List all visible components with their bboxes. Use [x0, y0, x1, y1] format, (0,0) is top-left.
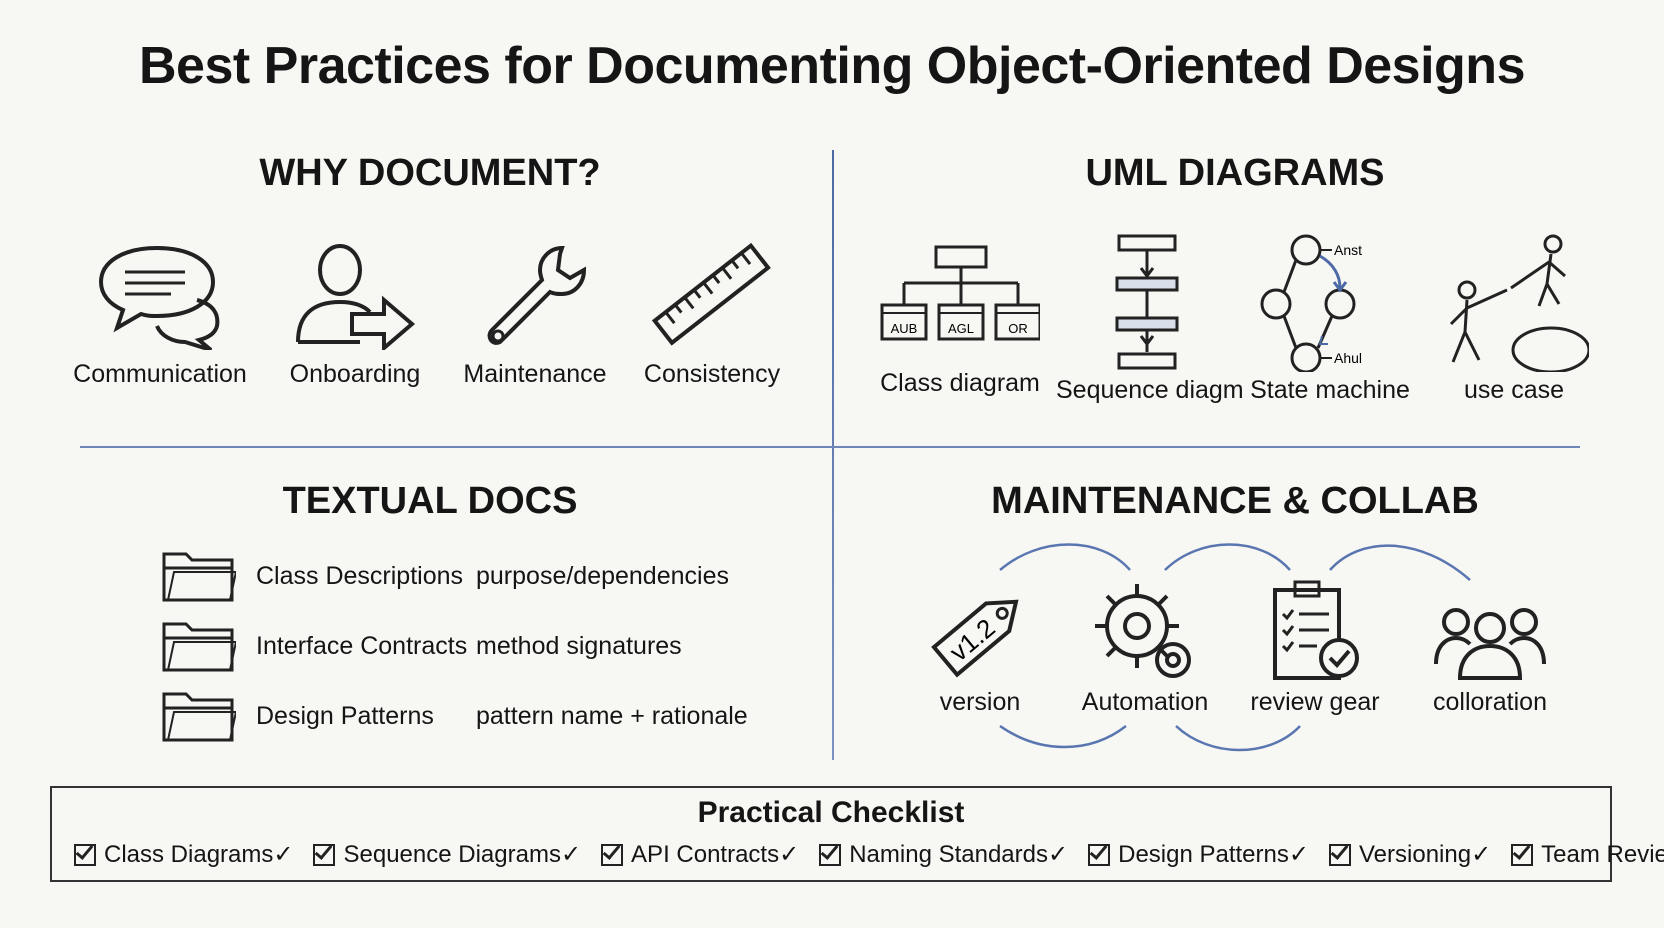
speech-bubbles-icon — [98, 245, 220, 350]
uml-item-class-diagram: AUB AGL OR Class diagram — [870, 235, 1050, 398]
checklist-item-label: Naming Standards✓ — [849, 841, 1069, 868]
doc-desc: purpose/dependencies — [476, 561, 729, 590]
checkbox-icon — [74, 843, 96, 866]
checklist-item: Naming Standards✓ — [819, 840, 1068, 869]
checklist-item: API Contracts✓ — [601, 840, 799, 869]
uml-label: Sequence diagm — [1056, 376, 1244, 404]
class-box-label: OR — [1008, 321, 1028, 336]
checklist-item: Team Review✓ — [1511, 840, 1664, 869]
version-tag-text: v1.2 — [944, 613, 1001, 668]
uml-label: Class diagram — [880, 369, 1040, 397]
clipboard-check-icon — [1273, 580, 1359, 680]
use-case-icon — [1449, 234, 1589, 372]
class-box-label: AGL — [948, 321, 974, 336]
doc-name: Class Descriptions — [256, 561, 464, 590]
practical-checklist: Practical Checklist Class Diagrams✓ Sequ… — [50, 786, 1664, 882]
uml-item-sequence-diagram: Sequence diagm — [1056, 232, 1244, 405]
checkbox-icon — [1328, 843, 1351, 866]
section-title-textual: TEXTUAL DOCS — [282, 480, 578, 522]
why-item-consistency: Consistency — [612, 240, 812, 389]
maint-item-version: v1.2 version — [900, 580, 1060, 717]
checklist-title: Practical Checklist — [697, 796, 965, 829]
doc-desc: method signatures — [476, 631, 682, 660]
checklist-item-label: Team Review✓ — [1541, 841, 1664, 868]
folder-icon — [162, 622, 236, 672]
gears-icon — [1095, 584, 1191, 678]
class-box-label: AUB — [891, 321, 918, 336]
doc-row-class-descriptions: Class Descriptions purpose/dependencies — [160, 546, 729, 606]
why-item-onboarding: Onboarding — [255, 240, 455, 389]
doc-row-design-patterns: Design Patterns pattern name + rationale — [160, 686, 748, 746]
sequence-diagram-icon — [1115, 234, 1179, 370]
doc-row-interface-contracts: Interface Contracts method signatures — [160, 616, 682, 676]
person-arrow-icon — [296, 244, 416, 350]
version-tag-icon: v1.2 — [931, 599, 1019, 678]
maint-item-collaboration: colloration — [1410, 598, 1570, 717]
checkbox-icon — [1511, 843, 1534, 866]
maint-item-review: review gear — [1235, 578, 1395, 717]
checklist-item-label: Versioning✓ — [1358, 841, 1492, 868]
checklist-item: Versioning✓ — [1328, 840, 1492, 869]
why-label: Consistency — [643, 360, 781, 388]
doc-desc: pattern name + rationale — [476, 701, 748, 730]
checklist-item-label: Sequence Diagrams✓ — [343, 841, 582, 868]
maint-label: Automation — [1081, 688, 1209, 716]
page-title: Best Practices for Documenting Object-Or… — [139, 37, 1526, 95]
checkbox-icon — [1088, 843, 1111, 866]
maint-label: colloration — [1433, 688, 1547, 716]
why-item-communication: Communication — [60, 240, 260, 389]
checklist-item: Sequence Diagrams✓ — [313, 840, 581, 869]
uml-label: State machine — [1250, 376, 1410, 404]
uml-item-use-case: use case — [1424, 232, 1604, 405]
why-item-maintenance: Maintenance — [435, 240, 635, 389]
maint-label: review gear — [1250, 688, 1380, 716]
why-label: Communication — [73, 360, 247, 388]
connector-arcs — [999, 543, 1471, 752]
checklist-item-label: API Contracts✓ — [631, 841, 800, 868]
checkbox-icon — [819, 843, 842, 866]
section-title-uml: UML DIAGRAMS — [1085, 152, 1385, 194]
state-label: Ahul — [1334, 350, 1362, 366]
why-label: Maintenance — [463, 360, 607, 388]
folder-icon — [162, 552, 236, 602]
checklist-item: Design Patterns✓ — [1088, 840, 1309, 869]
maint-item-automation: Automation — [1065, 580, 1225, 717]
checklist-items: Class Diagrams✓ Sequence Diagrams✓ API C… — [74, 840, 1664, 869]
people-group-icon — [1434, 608, 1546, 680]
vertical-divider — [832, 150, 834, 760]
why-label: Onboarding — [289, 360, 421, 388]
doc-name: Interface Contracts — [256, 631, 468, 660]
checklist-item-label: Class Diagrams✓ — [104, 841, 294, 868]
checkbox-icon — [313, 843, 336, 866]
uml-item-state-machine: Anst Ahul State machine — [1240, 232, 1420, 405]
section-title-maint: MAINTENANCE & COLLAB — [991, 480, 1479, 522]
checklist-item: Class Diagrams✓ — [74, 840, 293, 869]
section-title-why: WHY DOCUMENT? — [259, 152, 601, 194]
wrench-icon — [487, 245, 587, 345]
uml-label: use case — [1463, 376, 1565, 404]
checkbox-icon — [601, 843, 624, 866]
folder-icon — [162, 692, 236, 742]
horizontal-divider — [80, 446, 1580, 448]
checklist-item-label: Design Patterns✓ — [1118, 841, 1309, 868]
state-machine-icon: Anst Ahul — [1260, 234, 1362, 372]
maint-label: version — [939, 688, 1021, 716]
ruler-icon — [651, 242, 771, 346]
class-diagram-icon: AUB AGL OR — [880, 245, 1040, 341]
doc-name: Design Patterns — [256, 701, 434, 730]
state-label: Anst — [1334, 242, 1362, 258]
